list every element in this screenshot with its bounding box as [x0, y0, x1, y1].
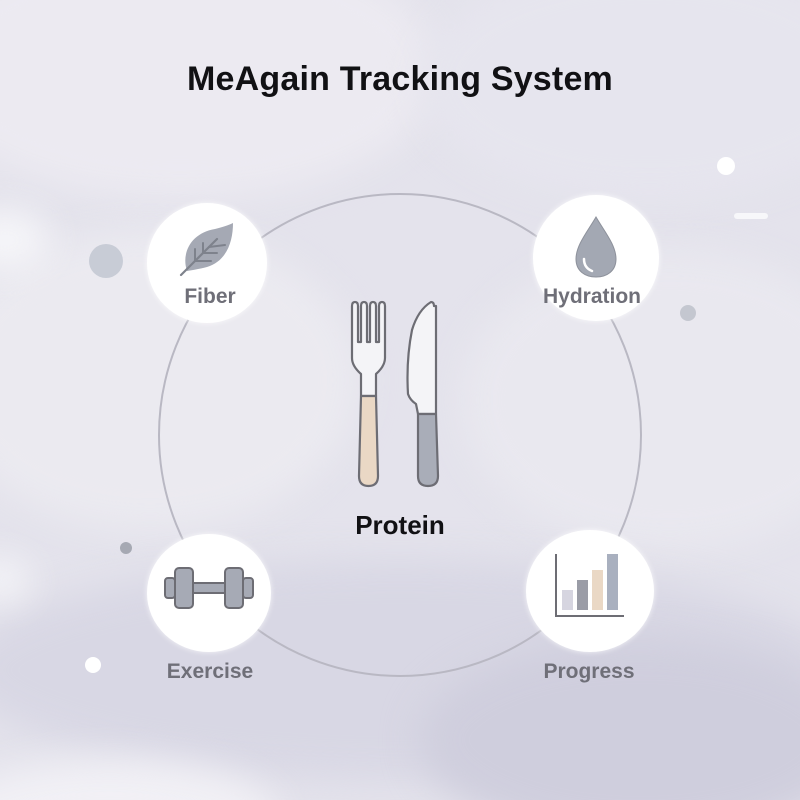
wash-shape [0, 560, 30, 600]
leaf-icon [147, 221, 267, 277]
node-label-progress: Progress [543, 660, 635, 683]
node-progress[interactable] [526, 530, 654, 652]
decorative-dash [734, 213, 768, 219]
node-label-exercise: Exercise [166, 660, 254, 683]
page-title: MeAgain Tracking System [187, 60, 613, 98]
wash-shape [0, 0, 440, 200]
node-hydration[interactable] [533, 195, 659, 321]
tracking-ring [158, 193, 642, 677]
bar-chart-icon [526, 552, 654, 620]
node-label-hydration: Hydration [542, 285, 642, 308]
decorative-dot [120, 542, 132, 554]
fork-knife-icon [346, 300, 446, 497]
decorative-dot [717, 157, 735, 175]
decorative-dot [85, 657, 101, 673]
decorative-dot [680, 305, 696, 321]
wash-shape [420, 0, 800, 200]
dumbbell-icon [147, 566, 271, 610]
decorative-dot [89, 244, 123, 278]
node-exercise[interactable] [147, 534, 271, 652]
node-fiber[interactable] [147, 203, 267, 323]
water-drop-icon [533, 215, 659, 279]
node-label-fiber: Fiber [184, 285, 236, 308]
center-label-protein: Protein [355, 510, 445, 540]
